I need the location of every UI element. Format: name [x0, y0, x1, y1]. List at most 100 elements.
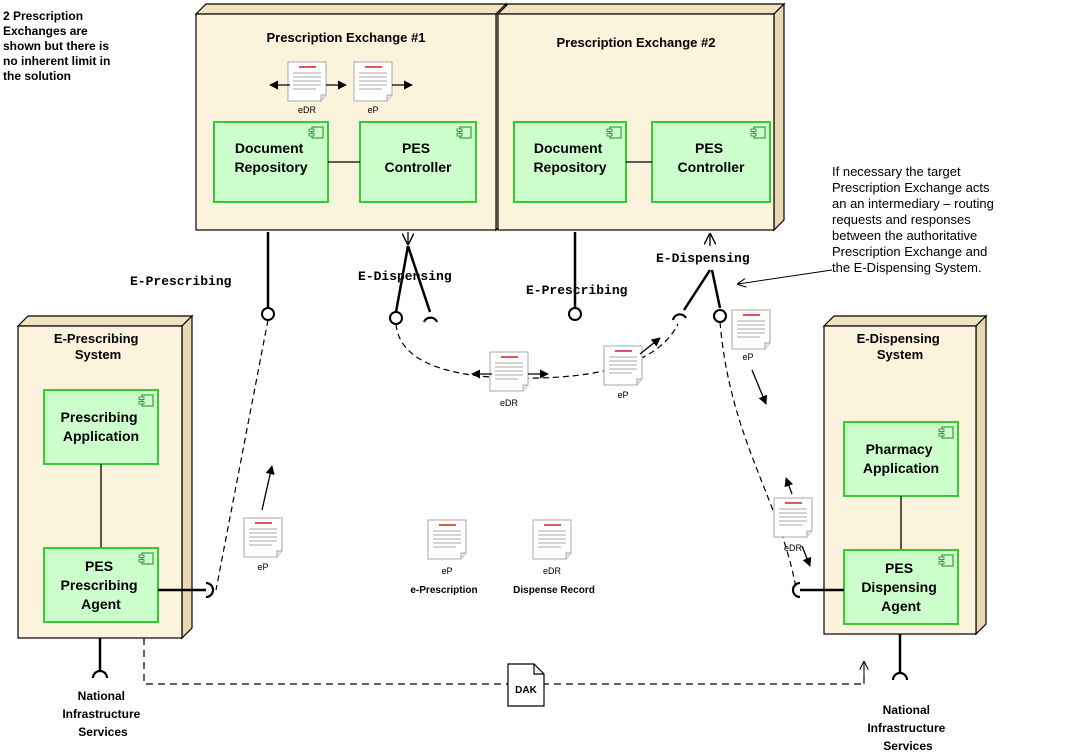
edr-document-icon	[532, 519, 572, 560]
arrow-icon	[801, 545, 812, 567]
national-infrastructure-services-right: National Infrastructure Services	[867, 703, 948, 753]
pe1-document-icons: eDR eP	[269, 61, 413, 115]
note-line: an an intermediary – routing	[832, 196, 994, 211]
ep-document-icon	[603, 345, 643, 386]
edr-document-icon	[287, 61, 327, 102]
nis-line: Services	[78, 725, 128, 739]
pe2-pes-controller: PES Controller	[651, 121, 771, 203]
component-label: Prescribing	[61, 409, 138, 425]
legend-caption: e-Prescription	[410, 585, 477, 596]
flow-ep-dispensing: eP	[731, 309, 771, 405]
node-title: Prescription Exchange #1	[267, 30, 426, 45]
ep-document-icon	[731, 309, 771, 350]
dak-label: DAK	[515, 685, 537, 696]
doc-label: eDR	[298, 105, 317, 115]
top-note-line: 2 Prescription	[3, 9, 83, 23]
interface-stem	[394, 245, 410, 313]
note-line: requests and responses	[832, 212, 971, 227]
required-interface-icon	[91, 669, 109, 679]
doc-label: eP	[617, 390, 628, 400]
ep-document-icon	[353, 61, 393, 102]
note-line: Prescription Exchange acts	[832, 180, 990, 195]
top-note: 2 Prescription Exchanges are shown but t…	[3, 9, 114, 83]
nis-line: National	[883, 703, 930, 717]
provided-interface-icon	[713, 309, 727, 323]
ep-document-icon	[243, 517, 283, 558]
arrow-icon	[639, 337, 661, 355]
component-label: PES	[402, 140, 430, 156]
svg-text:PES Controller: PES Controller	[385, 140, 452, 175]
prescribing-application: Prescribing Application	[43, 389, 159, 465]
top-note-line: Exchanges are	[3, 24, 88, 38]
note-pointer-arrow	[738, 269, 833, 284]
svg-text:Document Repository: Document Repository	[533, 140, 606, 175]
interface-label: E-Prescribing	[526, 283, 628, 298]
edr-document-icon	[489, 351, 529, 392]
svg-text:PES Prescribing Ag: PES Prescribing Agent	[61, 558, 142, 612]
component-label: Pharmacy	[866, 441, 933, 457]
component-label: PES	[695, 140, 723, 156]
svg-text:E-Dispensing System: E-Dispensing System	[857, 331, 944, 362]
exchange-routing-dashed-line	[395, 323, 679, 379]
node-title: E-Prescribing	[54, 331, 139, 346]
interface-label: E-Prescribing	[130, 274, 232, 289]
component-label: Controller	[385, 159, 452, 175]
pes-dispensing-agent: PES Dispensing Agent	[843, 549, 959, 625]
top-note-line: no inherent limit in	[3, 54, 110, 68]
svg-text:Pharmacy Application: Pharmacy Application	[863, 441, 939, 476]
provided-interface-icon	[261, 307, 275, 321]
nis-line: National	[78, 689, 125, 703]
pharmacy-application: Pharmacy Application	[843, 421, 959, 497]
pe1-pes-controller: PES Controller	[359, 121, 477, 203]
required-interface-icon	[205, 581, 215, 599]
component-label: Agent	[881, 598, 921, 614]
svg-text:Document Repository: Document Repository	[234, 140, 307, 175]
pe1-document-repository: Document Repository	[213, 121, 329, 203]
top-note-line: the solution	[3, 69, 71, 83]
provided-interface-icon	[568, 307, 582, 321]
prescribing-flow-dashed-line	[215, 319, 269, 591]
node-title: System	[877, 347, 923, 362]
interface-label: E-Dispensing	[656, 251, 750, 266]
svg-text:Prescribing Application: Prescribing Application	[61, 409, 142, 444]
component-label: Dispensing	[861, 579, 936, 595]
required-interface-icon	[671, 313, 687, 321]
required-interface-icon	[422, 316, 439, 323]
required-interface-icon	[791, 581, 801, 599]
arrow-icon	[751, 369, 768, 405]
doc-label: eP	[441, 566, 452, 576]
national-infrastructure-services-left: National Infrastructure Services	[62, 689, 143, 739]
interface-stem	[710, 269, 722, 309]
flow-edr-exchange: eDR	[471, 351, 549, 408]
svg-text:PES Dispensing Age: PES Dispensing Agent	[861, 560, 940, 614]
legend: eP e-Prescription eDR Dispense Record	[410, 519, 595, 596]
edr-document-icon	[773, 497, 813, 538]
doc-label: eP	[367, 105, 378, 115]
interface-stem	[682, 269, 712, 311]
top-note-line: shown but there is	[3, 39, 109, 53]
doc-label: eDR	[784, 543, 803, 553]
note-line: between the authoritative	[832, 228, 977, 243]
doc-label: eDR	[500, 398, 519, 408]
node-title: System	[75, 347, 121, 362]
note-line: Prescription Exchange and	[832, 244, 987, 259]
note-line: If necessary the target	[832, 164, 961, 179]
flow-ep-prescribing: eP	[243, 465, 283, 572]
nis-line: Infrastructure	[62, 707, 140, 721]
dispensing-flow-dashed-line	[719, 321, 797, 589]
component-label: PES	[85, 558, 113, 574]
arrow-icon	[784, 477, 794, 495]
note-line: the E-Dispensing System.	[832, 260, 982, 275]
node-title: E-Dispensing	[857, 331, 940, 346]
legend-caption: Dispense Record	[513, 585, 595, 596]
ep-document-icon	[427, 519, 467, 560]
component-label: Agent	[81, 596, 121, 612]
component-label: Prescribing	[61, 577, 138, 593]
flow-ep-exchange: eP	[603, 337, 661, 400]
arrow-icon	[261, 465, 275, 511]
svg-text:PES Controller: PES Controller	[678, 140, 745, 175]
nis-line: Infrastructure	[867, 721, 945, 735]
interface-stem	[406, 245, 432, 313]
routing-note: If necessary the target Prescription Exc…	[832, 164, 998, 275]
